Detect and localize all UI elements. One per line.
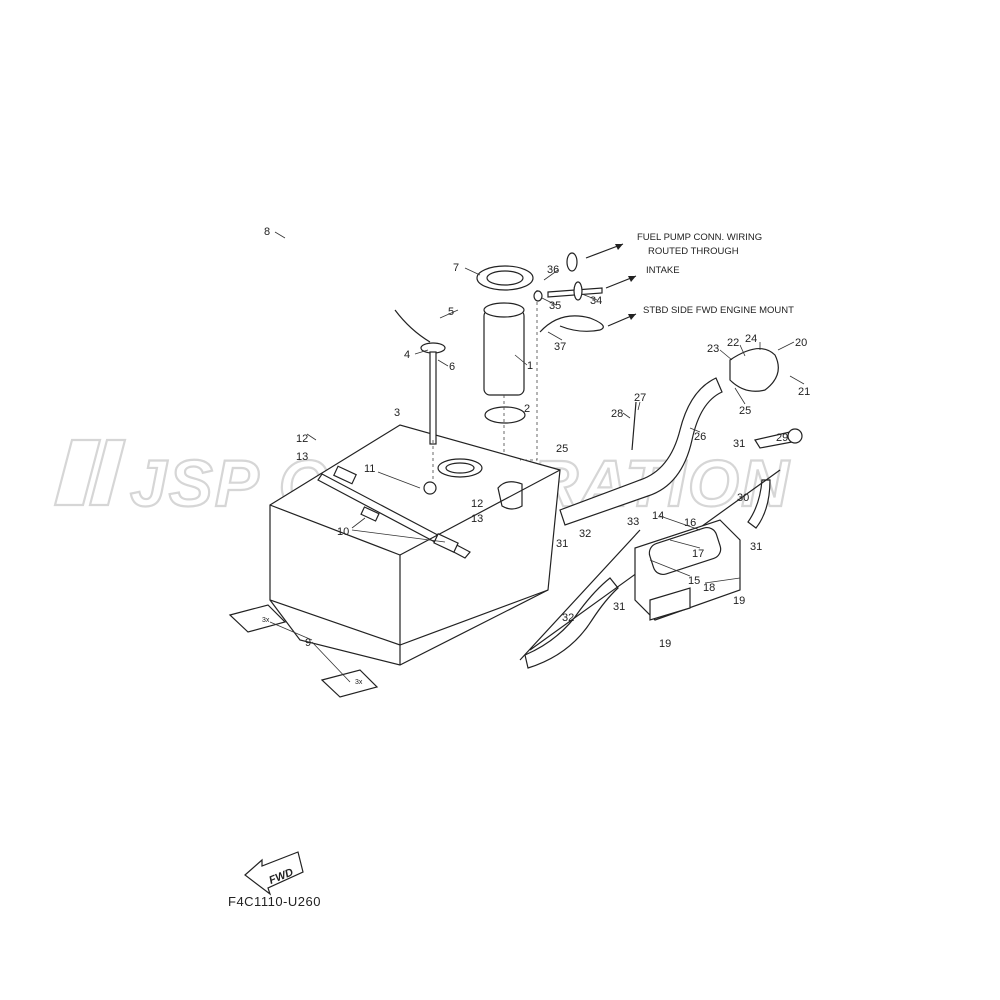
callout-8: 8	[264, 226, 270, 238]
callout-35: 35	[549, 300, 561, 312]
callout-15: 15	[688, 575, 700, 587]
callout-19a: 19	[733, 595, 745, 607]
callout-9: 9	[305, 637, 311, 649]
note-routed-through: ROUTED THROUGH	[648, 246, 739, 257]
callouts: 8 7 36 34 35 5 4 6 1 37 23 22 24 20 21 2…	[264, 226, 810, 650]
tank-pads: 3x 3x	[228, 604, 379, 698]
callout-1: 1	[527, 360, 533, 372]
charcoal-canister	[634, 519, 741, 621]
callout-31a: 31	[733, 438, 745, 450]
fuel-pump	[476, 265, 538, 461]
callout-13a: 13	[296, 451, 308, 463]
callout-31d: 31	[613, 601, 625, 613]
callout-33: 33	[627, 516, 639, 528]
callout-27: 27	[634, 392, 646, 404]
callout-31b: 31	[556, 538, 568, 550]
filler-hoses	[519, 348, 803, 669]
callout-31c: 31	[750, 541, 762, 553]
note-intake: INTAKE	[646, 265, 680, 276]
callout-12b: 12	[471, 498, 483, 510]
note-engine-mount: STBD SIDE FWD ENGINE MOUNT	[643, 305, 794, 316]
callout-32a: 32	[579, 528, 591, 540]
callout-22: 22	[727, 337, 739, 349]
callout-21: 21	[798, 386, 810, 398]
callout-3: 3	[394, 407, 400, 419]
svg-text:3x: 3x	[262, 617, 270, 624]
callout-4: 4	[404, 349, 410, 361]
callout-24: 24	[745, 333, 757, 345]
fittings	[533, 243, 637, 333]
svg-text:3x: 3x	[355, 679, 363, 686]
callout-20: 20	[795, 337, 807, 349]
callout-18: 18	[703, 582, 715, 594]
diagram-code: F4C1110-U260	[228, 894, 321, 909]
callout-11: 11	[364, 463, 375, 475]
callout-36: 36	[547, 264, 559, 276]
fuel-tank	[269, 424, 561, 666]
callout-29: 29	[776, 432, 788, 444]
callout-30: 30	[737, 492, 749, 504]
callout-17: 17	[692, 548, 704, 560]
callout-2: 2	[524, 403, 530, 415]
callout-26: 26	[694, 431, 706, 443]
callout-25a: 25	[739, 405, 751, 417]
callout-16: 16	[684, 517, 696, 529]
callout-13b: 13	[471, 513, 483, 525]
callout-34: 34	[590, 295, 602, 307]
callout-10: 10	[337, 526, 349, 538]
fwd-arrow: FWD	[244, 851, 304, 896]
callout-37: 37	[554, 341, 566, 353]
callout-6: 6	[449, 361, 455, 373]
callout-23: 23	[707, 343, 719, 355]
callout-7: 7	[453, 262, 459, 274]
callout-28: 28	[611, 408, 623, 420]
callout-14: 14	[652, 510, 664, 522]
leader-lines	[269, 231, 805, 683]
callout-12a: 12	[296, 433, 308, 445]
callout-25b: 25	[556, 443, 568, 455]
callout-19b: 19	[659, 638, 671, 650]
callout-5: 5	[448, 306, 454, 318]
callout-32b: 32	[562, 612, 574, 624]
note-fuel-pump-wiring: FUEL PUMP CONN. WIRING	[637, 232, 762, 243]
